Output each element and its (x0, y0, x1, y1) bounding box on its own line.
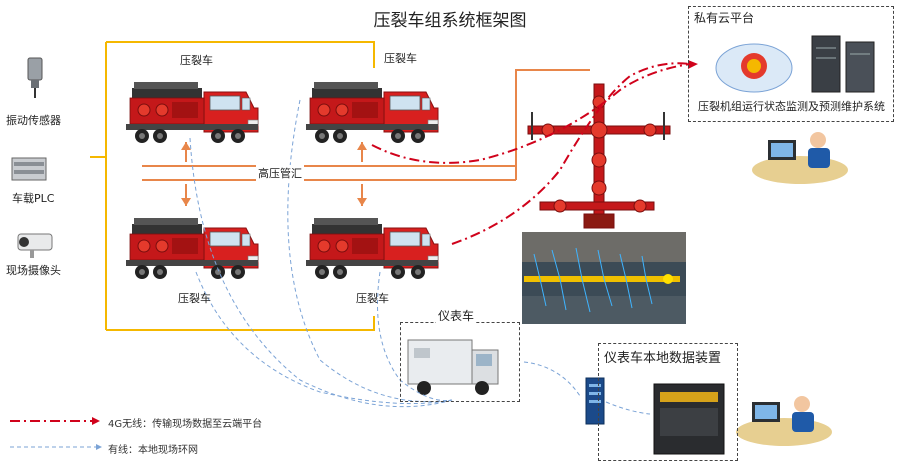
wireless-arrowhead (688, 60, 698, 69)
camera-label: 现场摄像头 (6, 264, 61, 277)
plc-icon (11, 157, 47, 181)
local-device-box (598, 343, 738, 461)
cloud-platform-title: 私有云平台 (694, 11, 755, 25)
yellow-control-frame (90, 41, 375, 331)
diagram-title: 压裂车组系统框架图 (373, 11, 527, 31)
legend-wireless-arrowhead (92, 417, 100, 425)
cloud-icon (715, 43, 793, 93)
camera-icon (17, 233, 53, 258)
truck-label-bottom-right: 压裂车 (356, 292, 389, 305)
manifold-arrowheads (181, 142, 367, 206)
operator-cloud-icon (752, 132, 848, 184)
monitoring-system-label: 压裂机组运行状态监测及预测维护系统 (698, 100, 885, 113)
instrument-truck-box (400, 322, 520, 402)
legend-wireless-text: 4G无线：传输现场数据至云端平台 (108, 419, 263, 430)
local-device-title: 仪表车本地数据装置 (604, 351, 722, 366)
instrument-truck-icon (407, 339, 499, 395)
truck-label-top-right: 压裂车 (384, 52, 417, 65)
truck-label-top-left: 压裂车 (180, 54, 213, 67)
frac-truck-top-left (125, 81, 259, 144)
network-switch-icon (585, 377, 605, 425)
cloud-platform-box (688, 6, 894, 122)
frac-truck-bottom-left (125, 217, 259, 280)
legend-wired-text: 有线：本地现场环网 (108, 445, 198, 456)
vibration-sensor-icon (27, 57, 43, 98)
fracture-image (522, 232, 686, 324)
server-icon (811, 35, 875, 93)
legend-wired-arrowhead (96, 444, 102, 450)
wired-links (189, 99, 651, 415)
wellhead-icon (527, 83, 671, 229)
vibration-sensor-label: 振动传感器 (6, 114, 61, 127)
operator-local-icon (736, 396, 832, 446)
instrument-truck-title: 仪表车 (436, 307, 477, 324)
high-pressure-manifold-lines (142, 69, 590, 206)
local-data-device-icon (653, 383, 725, 455)
plc-label: 车载PLC (12, 192, 55, 205)
wireless-links (371, 62, 691, 245)
manifold-label: 高压管汇 (256, 165, 304, 181)
truck-label-bottom-left: 压裂车 (178, 292, 211, 305)
frac-truck-bottom-right (305, 217, 439, 280)
frac-truck-top-right (305, 81, 439, 144)
